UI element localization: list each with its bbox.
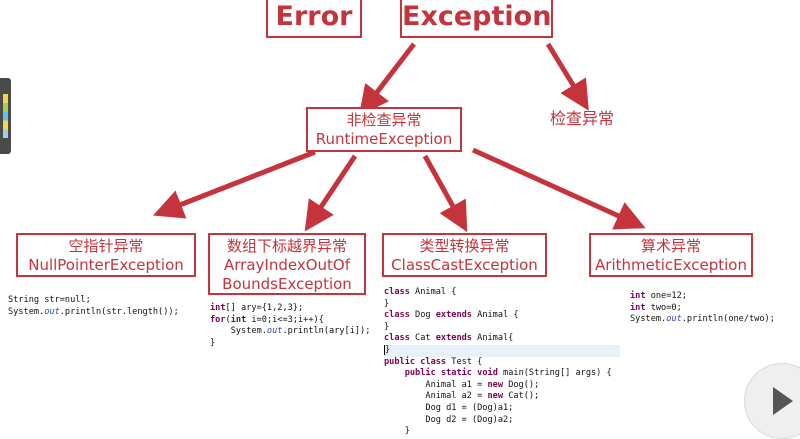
- side-panel-handle[interactable]: [0, 78, 11, 154]
- cce-box: 类型转换异常 ClassCastException: [382, 233, 547, 277]
- code-line: int[] ary={1,2,3};: [210, 303, 304, 313]
- code-line: System.out.println(str.length());: [8, 306, 179, 317]
- runtime-exception-box: 非检查异常 RuntimeException: [306, 107, 462, 152]
- ae-box: 算术异常 ArithmeticException: [589, 233, 753, 277]
- aioobe-en-label-2: BoundsException: [222, 275, 352, 293]
- code-line: int two=0;: [630, 302, 682, 313]
- code-line: }: [210, 337, 216, 348]
- npe-cn-label: 空指针异常: [68, 237, 144, 255]
- side-panel-handle-icon: [3, 94, 8, 138]
- aioobe-box: 数组下标越界异常 ArrayIndexOutOf BoundsException: [208, 233, 366, 295]
- code-line: int one=12;: [630, 291, 687, 301]
- aioobe-code: int[] ary={1,2,3}; for(int i=0;i<=3;i++)…: [210, 303, 370, 349]
- error-label: Error: [275, 1, 353, 32]
- code-line: for(int i=0;i<=3;i++){: [210, 314, 324, 325]
- arrow-exception-to-runtime: [358, 42, 416, 116]
- aioobe-cn-label: 数组下标越界异常: [226, 237, 347, 255]
- npe-code: String str=null; System.out.println(str.…: [8, 295, 179, 318]
- code-line: }: [384, 321, 390, 332]
- exception-box: Exception: [400, 0, 553, 38]
- ae-code: int one=12; int two=0; System.out.printl…: [630, 291, 775, 326]
- arrow-runtime-to-ae: [471, 147, 646, 230]
- arrow-runtime-to-cce: [422, 154, 468, 233]
- runtime-cn-label: 非检查异常: [346, 111, 422, 129]
- code-line: System.out.println(one/two);: [630, 314, 775, 325]
- aioobe-en-label-1: ArrayIndexOutOf: [224, 256, 350, 274]
- code-line: class Cat extends Animal{: [384, 333, 514, 344]
- code-line: }: [385, 344, 391, 355]
- code-line: public static void main(String[] args) {: [404, 368, 612, 379]
- error-box: Error: [266, 0, 362, 38]
- npe-en-label: NullPointerException: [28, 256, 184, 274]
- checked-exception-label: 检查异常: [550, 109, 615, 128]
- code-line: System.out.println(ary[i]);: [210, 326, 371, 337]
- code-line: }: [384, 298, 390, 309]
- code-line: String str=null;: [8, 295, 91, 305]
- ae-en-label: ArithmeticException: [595, 256, 747, 274]
- code-line: Animal a2 = new Cat();: [384, 391, 540, 402]
- current-line-highlight: }: [384, 344, 620, 357]
- code-line: }: [384, 426, 410, 437]
- code-line: class Dog extends Animal {: [384, 310, 519, 321]
- cce-en-label: ClassCastException: [391, 256, 538, 274]
- cce-code: class Animal { } class Dog extends Anima…: [384, 287, 620, 438]
- code-line: public class Test {: [384, 356, 483, 367]
- npe-box: 空指针异常 NullPointerException: [16, 233, 196, 277]
- code-line: Dog d1 = (Dog)a1;: [384, 402, 514, 413]
- play-button[interactable]: [744, 363, 800, 439]
- cce-cn-label: 类型转换异常: [419, 237, 510, 255]
- arrow-runtime-to-npe: [153, 149, 316, 219]
- ae-cn-label: 算术异常: [640, 237, 701, 255]
- arrow-exception-to-checked: [545, 42, 589, 111]
- code-line: Dog d2 = (Dog)a2;: [384, 414, 514, 425]
- code-line: Animal a1 = new Dog();: [384, 379, 540, 390]
- arrow-runtime-to-aioobe: [304, 154, 358, 232]
- code-line: class Animal {: [384, 287, 457, 297]
- runtime-en-label: RuntimeException: [315, 130, 453, 148]
- exception-label: Exception: [402, 1, 552, 32]
